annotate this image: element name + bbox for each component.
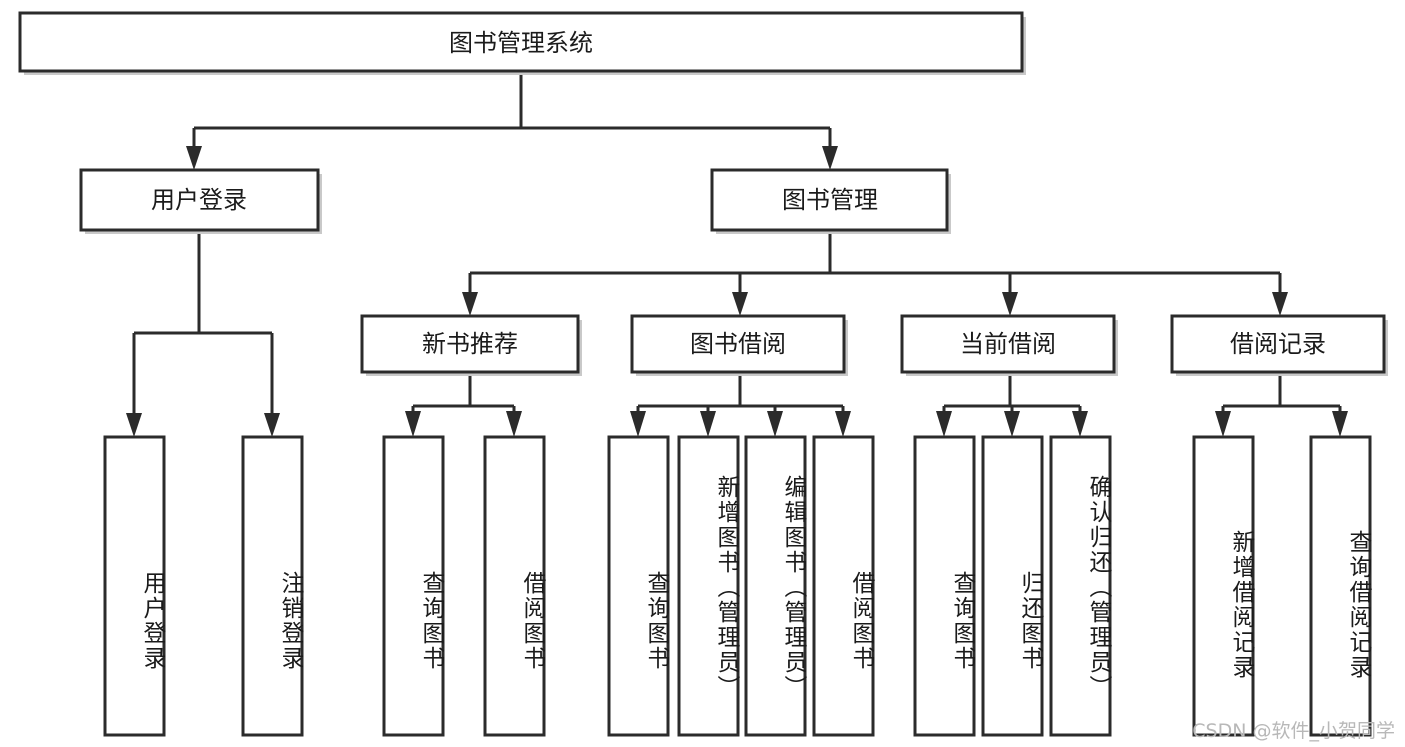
leaf-box-query-borrow-record[interactable] bbox=[1309, 435, 1372, 737]
node-borrow-record[interactable]: 借阅记录 bbox=[1170, 314, 1388, 376]
node-root-label: 图书管理系统 bbox=[449, 29, 593, 57]
leaf-box-query-book-2[interactable] bbox=[607, 435, 670, 737]
leaf-box-add-borrow-record[interactable] bbox=[1192, 435, 1255, 737]
arrowhead-leaf-borrow-book-2 bbox=[835, 411, 851, 437]
arrowhead-book-management bbox=[822, 146, 838, 170]
arrowhead-borrow-record bbox=[1272, 292, 1288, 316]
node-book-borrow-box[interactable] bbox=[630, 314, 846, 374]
node-book-management-label: 图书管理 bbox=[782, 186, 878, 214]
node-root-box[interactable] bbox=[18, 11, 1024, 73]
arrowhead-leaf-add-book-admin bbox=[700, 411, 716, 437]
node-user-login-label: 用户登录 bbox=[151, 186, 247, 214]
arrowhead-leaf-query-book-1 bbox=[405, 411, 421, 437]
arrowhead-new-book-recommend bbox=[462, 292, 478, 316]
arrowhead-leaf-query-book-2 bbox=[630, 411, 646, 437]
node-borrow-record-box[interactable] bbox=[1170, 314, 1386, 374]
arrowhead-leaf-logout-login bbox=[264, 413, 280, 437]
leaf-box-return-book[interactable] bbox=[981, 435, 1044, 737]
node-current-borrow-box[interactable] bbox=[900, 314, 1116, 374]
connector-layer bbox=[126, 73, 1348, 437]
arrowhead-leaf-return-book bbox=[1004, 411, 1020, 437]
node-root[interactable]: 图书管理系统 bbox=[18, 11, 1026, 75]
arrowhead-leaf-query-book-3 bbox=[936, 411, 952, 437]
arrowhead-leaf-borrow-book-1 bbox=[506, 411, 522, 437]
node-book-management-box[interactable] bbox=[710, 168, 949, 232]
node-user-login-box[interactable] bbox=[79, 168, 320, 232]
arrowhead-leaf-user-login bbox=[126, 413, 142, 437]
leaf-box-edit-book-admin[interactable] bbox=[744, 435, 807, 737]
leaf-box-logout-login[interactable] bbox=[241, 435, 304, 737]
leaf-box-add-book-admin[interactable] bbox=[677, 435, 740, 737]
node-book-borrow[interactable]: 图书借阅 bbox=[630, 314, 848, 376]
arrowhead-leaf-edit-book-admin bbox=[767, 411, 783, 437]
leaf-box-query-book-1[interactable] bbox=[382, 435, 445, 737]
node-user-login[interactable]: 用户登录 bbox=[79, 168, 322, 234]
leaf-box-borrow-book-2[interactable] bbox=[812, 435, 875, 737]
node-book-management[interactable]: 图书管理 bbox=[710, 168, 951, 234]
leaf-box-confirm-return-admin[interactable] bbox=[1049, 435, 1112, 737]
arrowhead-leaf-query-borrow-record bbox=[1332, 411, 1348, 437]
node-current-borrow-label: 当前借阅 bbox=[960, 330, 1056, 358]
node-book-borrow-label: 图书借阅 bbox=[690, 330, 786, 358]
arrowhead-leaf-add-borrow-record bbox=[1215, 411, 1231, 437]
leaf-box-query-book-3[interactable] bbox=[913, 435, 976, 737]
node-current-borrow[interactable]: 当前借阅 bbox=[900, 314, 1118, 376]
leaf-box-borrow-book-1[interactable] bbox=[483, 435, 546, 737]
leaf-box-user-login[interactable] bbox=[103, 435, 166, 737]
arrowhead-book-borrow bbox=[732, 292, 748, 316]
node-new-book-recommend[interactable]: 新书推荐 bbox=[360, 314, 582, 376]
watermark-text: CSDN @软件_小贺同学 bbox=[1192, 720, 1395, 742]
arrowhead-user-login bbox=[186, 146, 202, 170]
arrowhead-leaf-confirm-return-admin bbox=[1072, 411, 1088, 437]
node-new-book-recommend-label: 新书推荐 bbox=[422, 330, 518, 358]
node-borrow-record-label: 借阅记录 bbox=[1230, 330, 1326, 358]
node-new-book-recommend-box[interactable] bbox=[360, 314, 580, 374]
arrowhead-current-borrow bbox=[1002, 292, 1018, 316]
leaf-node-group bbox=[103, 435, 1372, 737]
